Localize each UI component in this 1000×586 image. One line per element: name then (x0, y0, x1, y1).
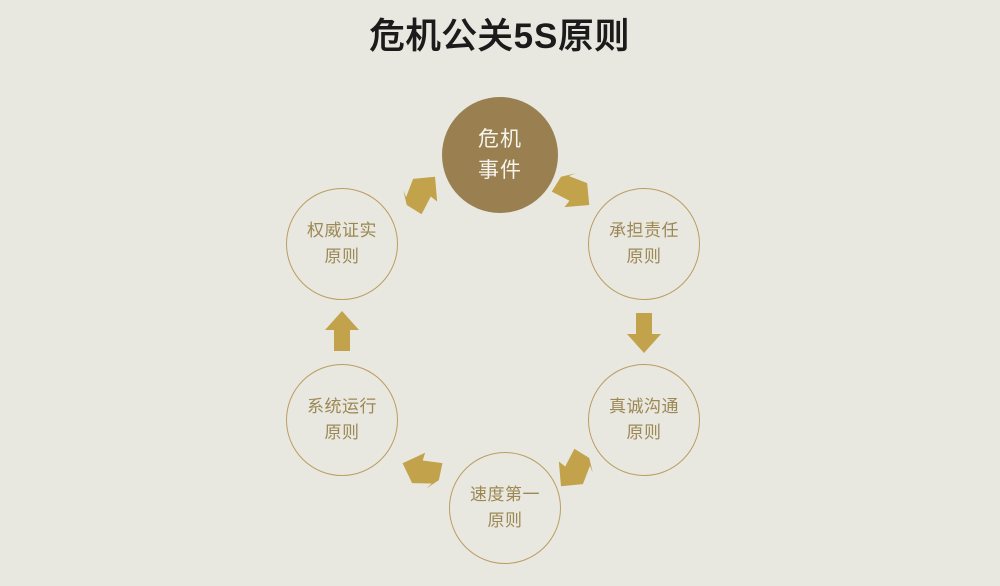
arrow-authority-to-center (403, 176, 438, 215)
page-title: 危机公关5S原则 (369, 17, 631, 56)
arrow-speed-to-system (402, 452, 443, 489)
node-crisis-event[interactable]: 危机事件 (442, 97, 558, 213)
node-crisis-event-line1: 危机 (478, 128, 522, 151)
node-crisis-event-line2: 事件 (478, 159, 522, 182)
node-sincere-communication[interactable]: 真诚沟通原则 (588, 364, 700, 476)
node-speed-first-line1: 速度第一 (470, 485, 540, 504)
node-system-operation-line2: 原则 (324, 423, 360, 442)
node-sincere-communication-line2: 原则 (626, 423, 662, 442)
node-shoulder-responsibility[interactable]: 承担责任原则 (588, 188, 700, 300)
arrow-responsibility-to-communication (627, 313, 661, 353)
node-system-operation-line1: 系统运行 (307, 397, 377, 416)
arrow-center-to-responsibility (551, 173, 590, 208)
node-sincere-communication-line1: 真诚沟通 (609, 397, 679, 416)
node-authoritative-verification-line2: 原则 (324, 247, 360, 266)
node-authoritative-verification-line1: 权威证实 (307, 221, 377, 240)
node-shoulder-responsibility-line2: 原则 (626, 247, 662, 266)
node-speed-first[interactable]: 速度第一原则 (449, 452, 561, 564)
node-authoritative-verification[interactable]: 权威证实原则 (286, 188, 398, 300)
arrow-system-to-authority (325, 311, 359, 351)
node-shoulder-responsibility-line1: 承担责任 (609, 221, 679, 240)
arrow-communication-to-speed (558, 448, 593, 487)
node-system-operation[interactable]: 系统运行原则 (286, 364, 398, 476)
node-speed-first-line2: 原则 (487, 511, 523, 530)
